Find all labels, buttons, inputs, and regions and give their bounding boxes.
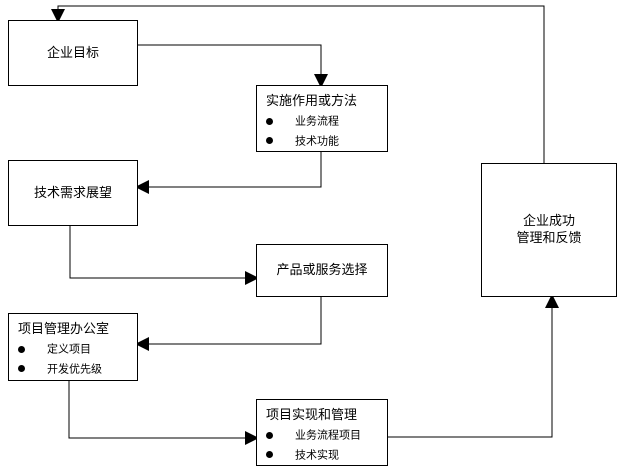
connector-pmo-to-project-impl — [68, 381, 256, 439]
node-tech-demand[interactable]: 技术需求展望 — [8, 160, 138, 226]
list-item: 技术功能 — [257, 131, 387, 151]
bullet-dot-icon — [266, 117, 273, 125]
node-product-service[interactable]: 产品或服务选择 — [256, 244, 388, 297]
node-enterprise-success-title-line1: 企业成功 — [522, 214, 575, 229]
node-enterprise-goal[interactable]: 企业目标 — [8, 20, 138, 86]
connector-implementation-to-tech-demand — [138, 152, 322, 188]
connector-product-service-to-pmo — [138, 297, 322, 345]
node-implementation-title: 实施作用或方法 — [266, 94, 358, 109]
node-project-impl[interactable]: 项目实现和管理 业务流程项目 技术实现 — [256, 399, 388, 466]
node-pmo-title: 项目管理办公室 — [18, 322, 110, 337]
list-item: 技术实现 — [257, 445, 387, 465]
node-project-impl-title: 项目实现和管理 — [266, 408, 358, 423]
list-item: 开发优先级 — [9, 359, 137, 379]
connector-tech-demand-to-product-service — [69, 226, 256, 279]
node-pmo[interactable]: 项目管理办公室 定义项目 开发优先级 — [8, 313, 138, 381]
node-project-impl-bullets: 业务流程项目 技术实现 — [257, 425, 387, 464]
list-item: 业务流程 — [257, 111, 387, 131]
bullet-dot-icon — [18, 365, 25, 372]
list-item: 业务流程项目 — [257, 425, 387, 445]
node-implementation[interactable]: 实施作用或方法 业务流程 技术功能 — [256, 85, 388, 152]
connector-goal-to-implementation — [138, 44, 322, 85]
bullet-dot-icon — [266, 431, 273, 439]
node-pmo-bullets: 定义项目 开发优先级 — [9, 339, 137, 378]
node-enterprise-success[interactable]: 企业成功 管理和反馈 — [481, 163, 617, 297]
bullet-dot-icon — [266, 137, 273, 144]
node-enterprise-success-title-line2: 管理和反馈 — [516, 231, 582, 246]
bullet-dot-icon — [18, 345, 25, 353]
bullet-dot-icon — [266, 451, 273, 458]
node-tech-demand-title: 技术需求展望 — [33, 185, 112, 201]
node-product-service-title: 产品或服务选择 — [276, 263, 368, 278]
connector-project-impl-to-enterprise-success — [388, 297, 553, 438]
node-enterprise-goal-title: 企业目标 — [46, 45, 99, 61]
node-implementation-bullets: 业务流程 技术功能 — [257, 111, 387, 150]
list-item: 定义项目 — [9, 339, 137, 359]
